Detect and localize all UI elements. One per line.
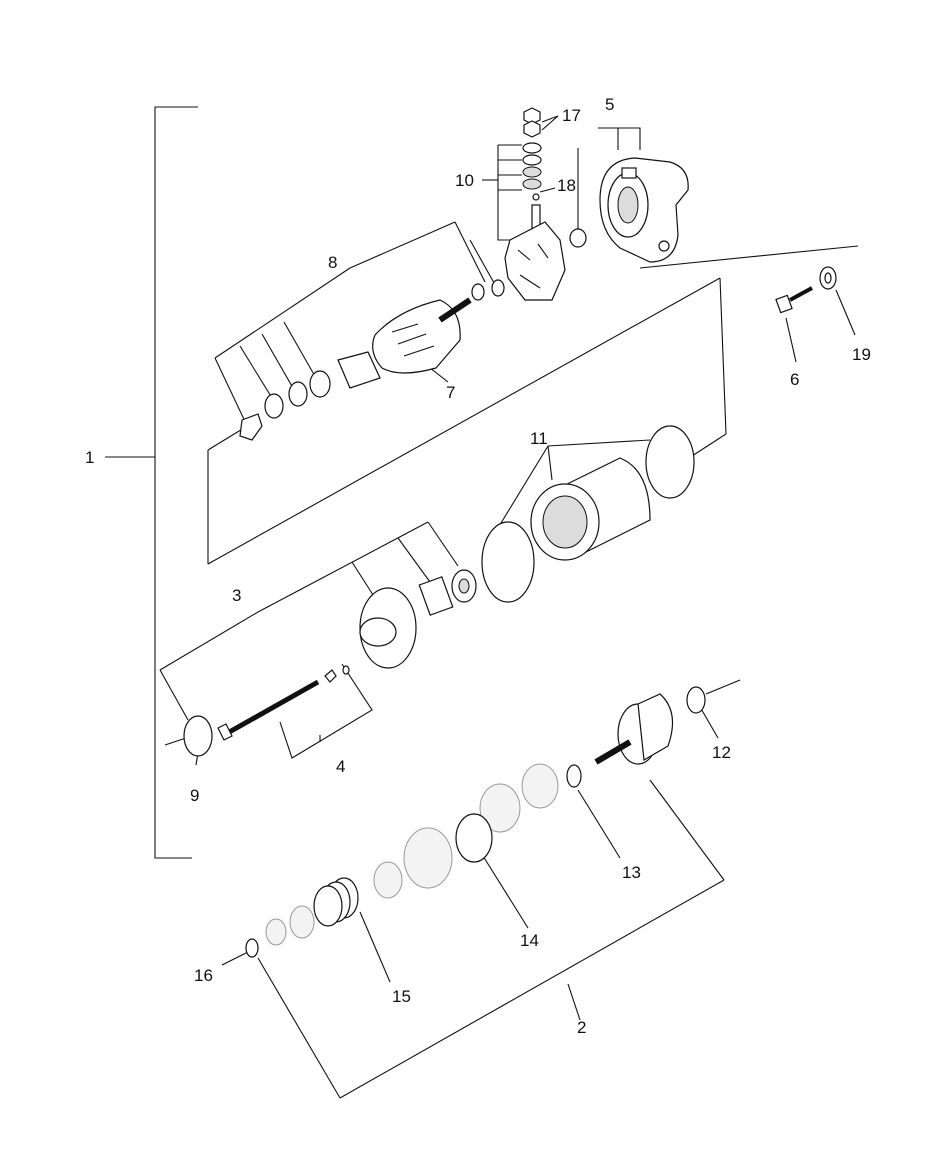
callout-18: 18 [557, 176, 576, 195]
washer-stack-part-10 [522, 142, 542, 190]
ring-part-14 [455, 813, 493, 863]
callout-10: 10 [455, 171, 474, 190]
callout-7: 7 [446, 383, 455, 402]
callout-14: 14 [520, 931, 539, 950]
washer-part-12 [686, 686, 706, 714]
brush-holder-plate [504, 221, 566, 301]
spring-part-15 [313, 877, 359, 927]
callout-8: 8 [328, 253, 337, 272]
bolt-part-6 [775, 286, 813, 314]
callout-labels: 1 2 3 4 5 6 7 8 9 10 11 12 13 14 15 16 1… [85, 95, 871, 1037]
callout-17: 17 [562, 106, 581, 125]
pinion-shaft [594, 693, 674, 765]
callout-13: 13 [622, 863, 641, 882]
callout-16: 16 [194, 966, 213, 985]
clutch-parts [245, 763, 559, 958]
parts [183, 107, 837, 958]
end-housing-part-5 [599, 157, 689, 263]
nut-part-17 [523, 107, 541, 138]
armature-part-7 [337, 297, 472, 389]
callout-5: 5 [605, 95, 614, 114]
callout-12: 12 [712, 743, 731, 762]
clip-part-16 [245, 938, 259, 958]
bracket-part-3 [324, 569, 477, 683]
callout-19: 19 [852, 345, 871, 364]
leader-lines [105, 106, 859, 1099]
callout-3: 3 [232, 586, 241, 605]
bushing [569, 228, 587, 248]
callout-6: 6 [790, 370, 799, 389]
callout-11: 11 [530, 429, 548, 448]
o-ring-part-18 [532, 193, 540, 201]
cap-part-9 [183, 715, 213, 757]
through-bolt-part-4 [217, 679, 320, 741]
callout-2: 2 [577, 1018, 586, 1037]
clip-part-13 [566, 764, 582, 788]
armature-washers-part-8 [239, 279, 505, 441]
callout-15: 15 [392, 987, 411, 1006]
callout-4: 4 [336, 757, 345, 776]
callout-1: 1 [85, 448, 94, 467]
yoke-part-11 [481, 425, 695, 603]
callout-9: 9 [190, 786, 199, 805]
